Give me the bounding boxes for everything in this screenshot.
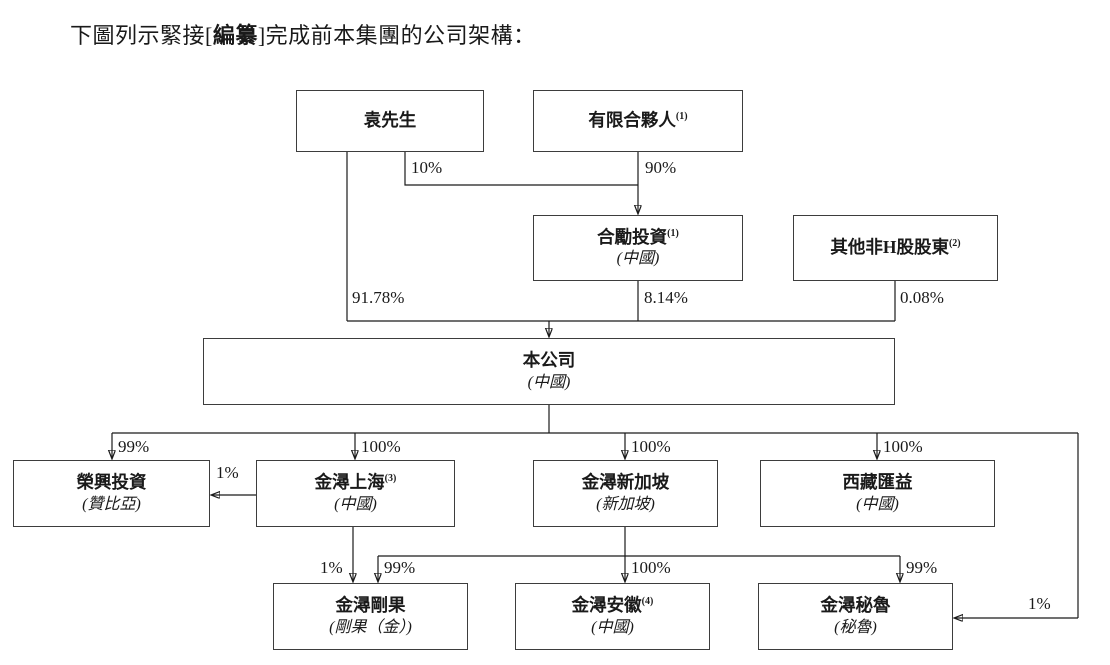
node-the-company-jurisdiction: (中國) — [527, 373, 571, 391]
node-other-non-h-shareholders: 其他非H股股東(2) — [793, 215, 998, 281]
node-tibet-huiyi: 西藏匯益 (中國) — [760, 460, 995, 527]
label-company-to-rongxing: 99% — [118, 437, 150, 456]
title-suffix: ]完成前本集團的公司架構： — [257, 23, 536, 48]
node-jinxun-peru-jurisdiction: (秘魯) — [834, 618, 877, 636]
label-singapore-to-peru: 99% — [906, 558, 938, 577]
node-heli-investment-jurisdiction: (中國) — [616, 250, 660, 268]
label-heli-to-company: 8.14% — [644, 288, 688, 307]
node-jinxun-peru: 金潯秘魯 (秘魯) — [758, 583, 953, 650]
label-lp-to-heli: 90% — [645, 158, 677, 177]
title-prefix: 下圖列示緊接[ — [70, 23, 213, 48]
node-jinxun-shanghai: 金潯上海(3) (中國) — [256, 460, 455, 527]
node-jinxun-singapore-name: 金潯新加坡 — [581, 472, 670, 493]
node-rongxing-investment: 榮興投資 (贊比亞) — [13, 460, 210, 527]
node-tibet-huiyi-name: 西藏匯益 — [842, 472, 913, 493]
node-jinxun-congo-name: 金潯剛果 — [335, 595, 406, 616]
node-jinxun-singapore: 金潯新加坡 (新加坡) — [533, 460, 718, 527]
node-jinxun-congo: 金潯剛果 (剛果（金）) — [273, 583, 468, 650]
label-shanghai-to-rongxing: 1% — [216, 463, 239, 482]
label-shanghai-to-congo: 1% — [320, 558, 343, 577]
node-jinxun-shanghai-jurisdiction: (中國) — [334, 495, 377, 513]
label-company-to-tibet: 100% — [883, 437, 923, 456]
node-rongxing-investment-jurisdiction: (贊比亞) — [82, 495, 141, 513]
node-jinxun-congo-jurisdiction: (剛果（金）) — [329, 618, 412, 636]
label-company-to-shanghai: 100% — [361, 437, 401, 456]
label-other-to-company: 0.08% — [900, 288, 944, 307]
node-limited-partners: 有限合夥人(1) — [533, 90, 743, 152]
node-the-company: 本公司 (中國) — [203, 338, 895, 405]
node-jinxun-anhui-jurisdiction: (中國) — [591, 618, 634, 636]
page-title: 下圖列示緊接[編纂]完成前本集團的公司架構： — [70, 18, 536, 50]
label-company-to-singapore: 100% — [631, 437, 671, 456]
node-other-non-h-shareholders-name: 其他非H股股東 — [830, 237, 949, 258]
note-ref-4: (4) — [641, 596, 654, 608]
node-rongxing-investment-name: 榮興投資 — [76, 472, 147, 493]
note-ref-1: (1) — [675, 111, 688, 123]
node-heli-investment-name: 合勵投資 — [597, 226, 668, 247]
note-ref-2: (2) — [948, 238, 961, 250]
node-jinxun-shanghai-name: 金潯上海 — [314, 472, 385, 493]
node-the-company-name: 本公司 — [522, 350, 576, 371]
node-mr-yuan: 袁先生 — [296, 90, 484, 152]
label-yuan-to-company: 91.78% — [352, 288, 405, 307]
label-yuan-to-heli: 10% — [411, 158, 443, 177]
node-tibet-huiyi-jurisdiction: (中國) — [856, 495, 899, 513]
node-jinxun-peru-name: 金潯秘魯 — [820, 595, 891, 616]
note-ref-3: (3) — [384, 473, 397, 485]
node-limited-partners-name: 有限合夥人 — [588, 110, 676, 131]
label-singapore-to-anhui: 100% — [631, 558, 671, 577]
title-redacted-term: 編纂 — [212, 23, 258, 48]
node-jinxun-singapore-jurisdiction: (新加坡) — [596, 495, 655, 513]
node-jinxun-anhui: 金潯安徽(4) (中國) — [515, 583, 710, 650]
edge-yuan-to-heli — [404, 152, 638, 186]
note-ref-1: (1) — [667, 227, 679, 239]
label-company-to-peru: 1% — [1028, 594, 1051, 613]
label-singapore-to-congo: 99% — [384, 558, 416, 577]
node-mr-yuan-name: 袁先生 — [363, 110, 417, 131]
node-jinxun-anhui-name: 金潯安徽 — [571, 595, 642, 616]
node-heli-investment: 合勵投資(1) (中國) — [533, 215, 743, 281]
